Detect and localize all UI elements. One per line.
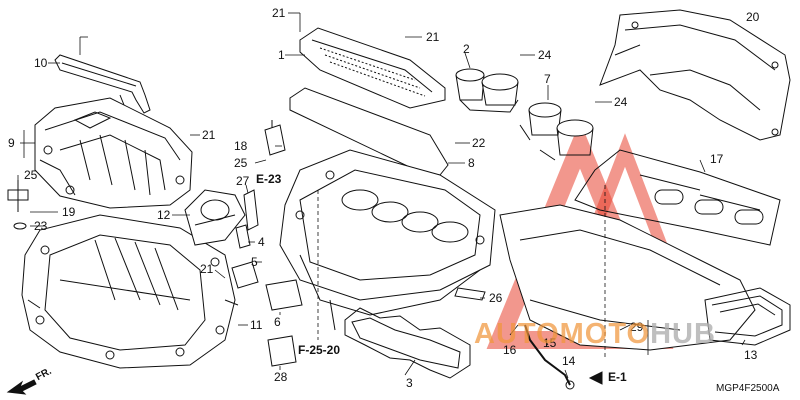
callout-21-d: 21 bbox=[200, 262, 214, 276]
callout-12: 12 bbox=[157, 208, 171, 222]
callout-29: 29 bbox=[630, 320, 644, 334]
callout-23: 23 bbox=[34, 219, 48, 233]
callout-9: 9 bbox=[8, 136, 15, 150]
gasket-loop bbox=[289, 87, 449, 176]
callout-16: 16 bbox=[503, 343, 517, 357]
callout-18: 18 bbox=[234, 139, 248, 153]
callout-22: 22 bbox=[472, 136, 486, 150]
part-26-foam bbox=[454, 287, 486, 301]
e1-arrow bbox=[588, 371, 603, 385]
callout-25-b: 25 bbox=[24, 168, 38, 182]
part-11-housing bbox=[21, 214, 239, 369]
callout-26: 26 bbox=[489, 291, 503, 305]
part-3-gasket bbox=[344, 307, 471, 379]
part-18-sensor bbox=[264, 120, 286, 156]
part-9-case bbox=[34, 97, 193, 209]
part-16-duct bbox=[499, 204, 756, 351]
callout-25-a: 25 bbox=[234, 156, 248, 170]
part-6-pad bbox=[265, 279, 303, 311]
fr-arrow bbox=[6, 379, 37, 395]
callout-4: 4 bbox=[258, 235, 265, 249]
callout-5: 5 bbox=[251, 255, 258, 269]
part-13-hose bbox=[704, 287, 791, 346]
part-27-pad bbox=[243, 189, 259, 231]
callout-27: 27 bbox=[236, 174, 250, 188]
part-23-washer bbox=[13, 222, 27, 230]
air-box bbox=[279, 149, 496, 331]
part-14-clamp bbox=[565, 380, 575, 390]
callout-13: 13 bbox=[744, 348, 758, 362]
callout-3: 3 bbox=[406, 376, 413, 390]
callout-7: 7 bbox=[544, 72, 551, 86]
callout-11: 11 bbox=[250, 318, 263, 332]
leader-lines bbox=[17, 12, 746, 379]
callout-21-c: 21 bbox=[202, 128, 216, 142]
part-14-hose bbox=[524, 324, 571, 386]
watermark-part2: HUB bbox=[650, 318, 716, 350]
part-2-funnels bbox=[455, 68, 519, 113]
part-17-sheet bbox=[574, 149, 781, 246]
callout-2: 2 bbox=[463, 42, 470, 56]
callout-17: 17 bbox=[710, 152, 724, 166]
watermark-logo: AUTOMOTOHUB bbox=[474, 320, 716, 349]
callout-24-b: 24 bbox=[614, 95, 628, 109]
diagram-code: MGP4F2500A bbox=[716, 383, 780, 394]
callout-28: 28 bbox=[274, 370, 288, 384]
part-4-pad bbox=[235, 224, 251, 249]
callout-15: 15 bbox=[543, 336, 557, 350]
callout-24-a: 24 bbox=[538, 48, 552, 62]
callout-19: 19 bbox=[62, 205, 76, 219]
ref-e23: E-23 bbox=[256, 172, 282, 186]
callout-21-a: 21 bbox=[272, 6, 286, 20]
part-12-duct bbox=[184, 189, 246, 246]
callout-6: 6 bbox=[274, 315, 281, 329]
callout-14: 14 bbox=[562, 354, 576, 368]
ref-f2520: F-25-20 bbox=[298, 343, 341, 357]
callout-8: 8 bbox=[468, 156, 475, 170]
callout-1: 1 bbox=[278, 48, 285, 62]
part-19-fitting bbox=[7, 180, 29, 212]
ref-e1: E-1 bbox=[608, 370, 627, 384]
part-1-element bbox=[299, 27, 446, 109]
part-7-funnels bbox=[519, 102, 594, 161]
callout-20: 20 bbox=[746, 10, 760, 24]
part-28-pad bbox=[267, 335, 297, 367]
callout-21-b: 21 bbox=[426, 30, 440, 44]
part-5-pad bbox=[231, 261, 259, 289]
part-20-cover bbox=[599, 9, 791, 141]
watermark-part1: AUTOMOTO bbox=[474, 318, 651, 350]
callout-10: 10 bbox=[34, 56, 48, 70]
